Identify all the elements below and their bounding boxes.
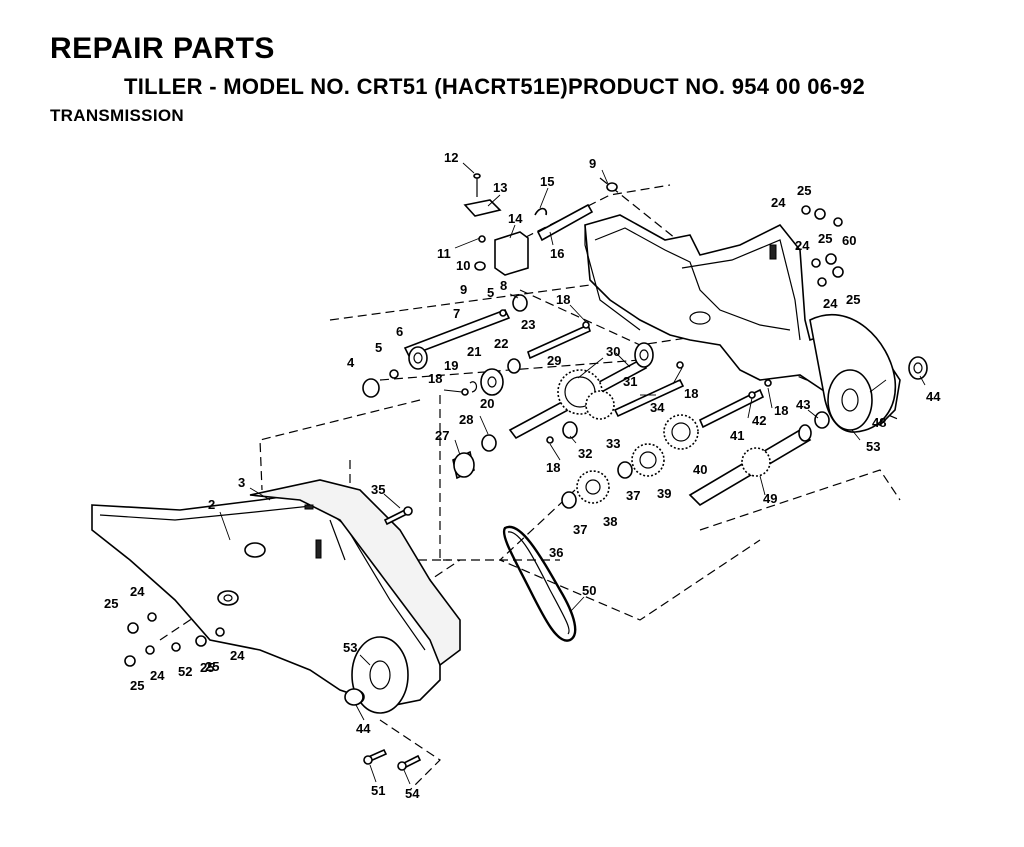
- callout-24: 24: [771, 195, 786, 210]
- callout-29: 29: [547, 353, 561, 368]
- callout-53: 53: [343, 640, 357, 655]
- callout-20: 20: [480, 396, 494, 411]
- callout-18: 18: [428, 371, 442, 386]
- callout-50: 50: [582, 583, 596, 598]
- callout-9: 9: [589, 156, 596, 171]
- callout-34: 34: [650, 400, 665, 415]
- left-housing: [91, 479, 461, 714]
- callout-51: 51: [371, 783, 385, 798]
- callout-18: 18: [556, 292, 570, 307]
- callout-54: 54: [405, 786, 420, 801]
- callout-25: 25: [200, 660, 214, 675]
- callout-14: 14: [508, 211, 523, 226]
- callout-48: 48: [872, 415, 886, 430]
- section-title: TRANSMISSION: [50, 106, 184, 125]
- callout-25: 25: [818, 231, 832, 246]
- callout-52: 52: [178, 664, 192, 679]
- callout-21: 21: [467, 344, 481, 359]
- callout-18: 18: [774, 403, 788, 418]
- callout-31: 31: [623, 374, 637, 389]
- callout-19: 19: [444, 358, 458, 373]
- callout-35: 35: [371, 482, 385, 497]
- callout-11: 11: [437, 246, 451, 261]
- callout-8: 8: [500, 278, 507, 293]
- callout-22: 22: [494, 336, 508, 351]
- callout-6: 6: [396, 324, 403, 339]
- callout-10: 10: [456, 258, 470, 273]
- callout-18: 18: [546, 460, 560, 475]
- callout-25: 25: [846, 292, 860, 307]
- callout-2: 2: [208, 497, 215, 512]
- callout-24: 24: [823, 296, 838, 311]
- callout-28: 28: [459, 412, 473, 427]
- callout-5: 5: [487, 285, 494, 300]
- leader-lines: [219, 162, 926, 785]
- assembly-lines: [159, 177, 901, 791]
- model-line: TILLER - MODEL NO. CRT51 (HACRT51E)PRODU…: [124, 74, 865, 99]
- callout-60: 60: [842, 233, 856, 248]
- callout-39: 39: [657, 486, 671, 501]
- callout-25: 25: [104, 596, 118, 611]
- page-title: REPAIR PARTS: [50, 32, 275, 65]
- callout-43: 43: [796, 397, 810, 412]
- drive-chain: [502, 525, 577, 642]
- right-wheel-assembly: [809, 313, 928, 433]
- callout-25: 25: [205, 659, 219, 674]
- callout-12: 12: [444, 150, 458, 165]
- callout-25: 25: [130, 678, 144, 693]
- callout-44: 44: [356, 721, 371, 736]
- callout-44: 44: [926, 389, 941, 404]
- callout-25: 25: [797, 183, 811, 198]
- callout-27: 27: [435, 428, 449, 443]
- callout-36: 36: [549, 545, 563, 560]
- callout-24: 24: [230, 648, 245, 663]
- callout-41: 41: [730, 428, 744, 443]
- callout-32: 32: [578, 446, 592, 461]
- callout-24: 24: [130, 584, 145, 599]
- callout-15: 15: [540, 174, 554, 189]
- callout-53: 53: [866, 439, 880, 454]
- callout-49: 49: [763, 491, 777, 506]
- callout-24: 24: [795, 238, 810, 253]
- callout-3: 3: [238, 475, 245, 490]
- callout-13: 13: [493, 180, 507, 195]
- callout-42: 42: [752, 413, 766, 428]
- callout-24: 24: [150, 668, 165, 683]
- callout-37: 37: [626, 488, 640, 503]
- callout-37: 37: [573, 522, 587, 537]
- callout-labels: 12 13 15 9 14 11 10 16 9 8 5 7 6 5 4 18 …: [104, 150, 941, 801]
- callout-4: 4: [347, 355, 355, 370]
- callout-23: 23: [521, 317, 535, 332]
- callout-9: 9: [460, 282, 467, 297]
- callout-18: 18: [684, 386, 698, 401]
- callout-7: 7: [453, 306, 460, 321]
- callout-33: 33: [606, 436, 620, 451]
- callout-16: 16: [550, 246, 564, 261]
- shafts-and-gears: [124, 173, 844, 771]
- callout-38: 38: [603, 514, 617, 529]
- callout-40: 40: [693, 462, 707, 477]
- callout-5: 5: [375, 340, 382, 355]
- callout-30: 30: [606, 344, 620, 359]
